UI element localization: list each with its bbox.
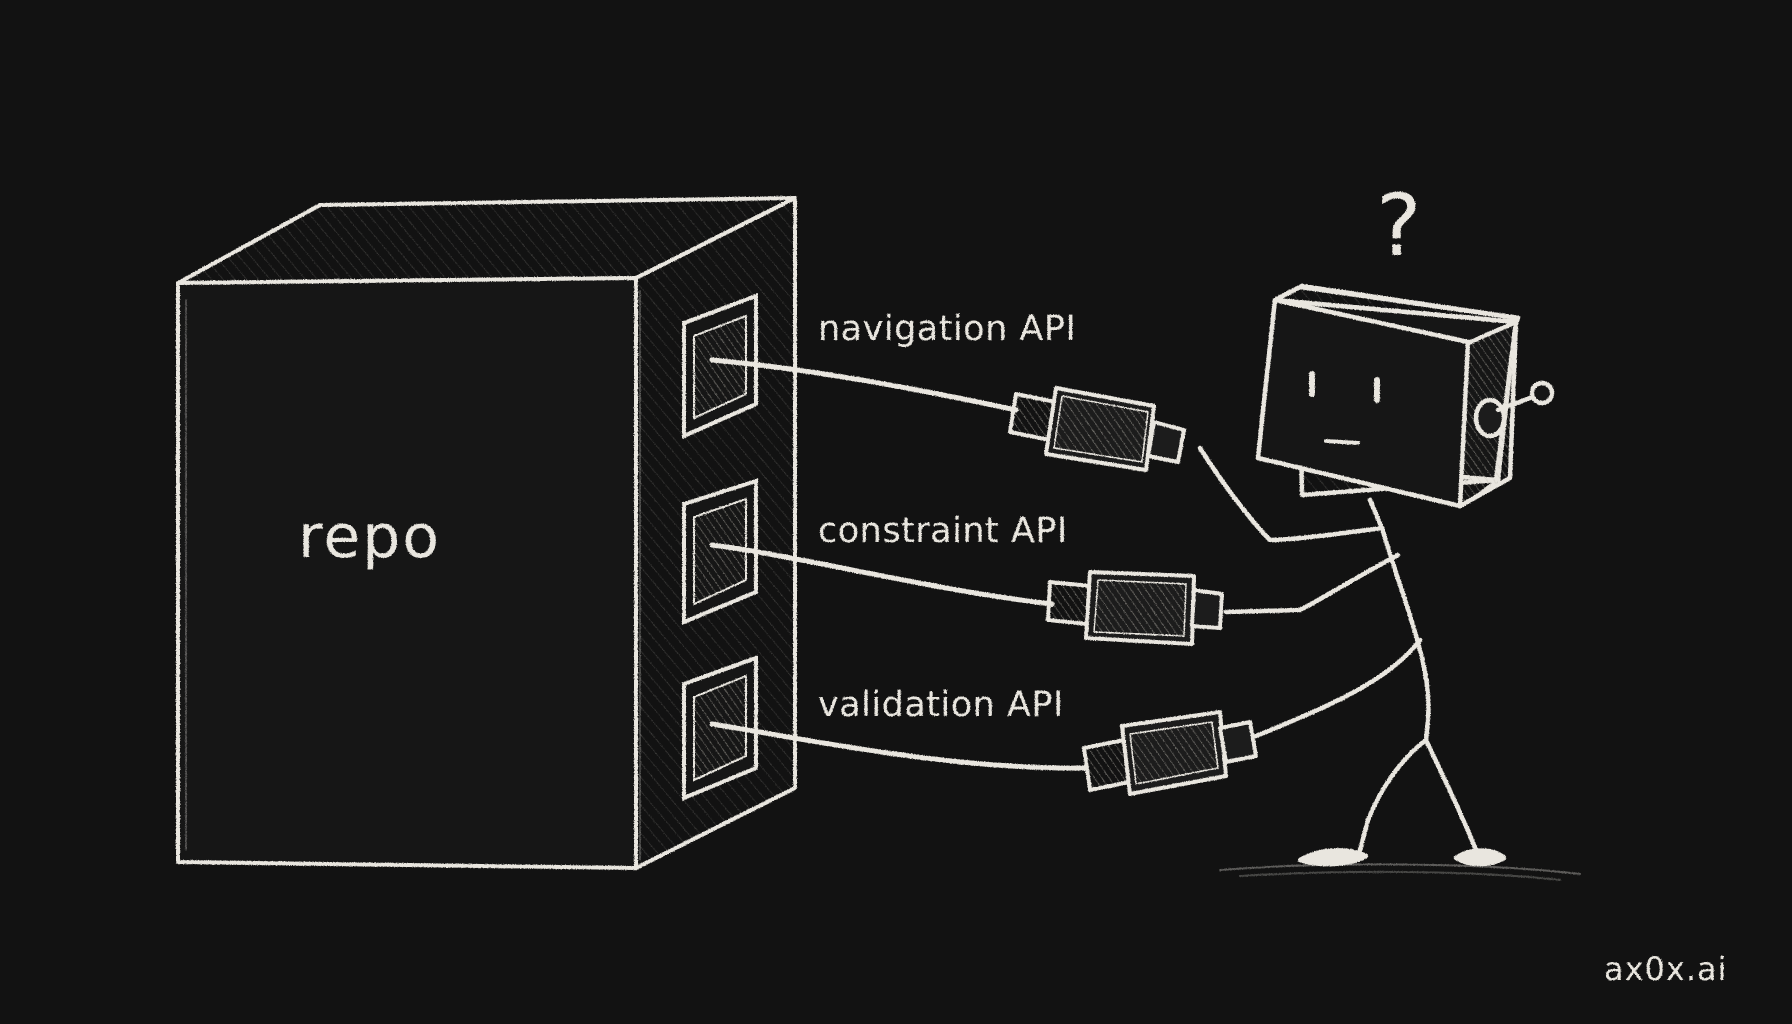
plug-navigation [1008,386,1186,472]
robot-mouth [1324,439,1360,445]
question-mark-icon: ? [1376,176,1422,276]
repo-ports [682,293,758,801]
ground-shadow [1219,863,1581,875]
plugs [1008,386,1258,796]
robot-arm-lower [1253,637,1423,739]
robot-arm-upper [1197,445,1385,543]
cable-constraint [709,542,1055,607]
plug-constraint [1046,570,1224,646]
cable-navigation [709,357,1019,413]
robot-antenna [1473,380,1555,439]
port-validation [682,655,758,801]
api-label-navigation: navigation API [818,309,1076,349]
robot-right-leg [1423,737,1479,853]
robot-right-foot [1453,848,1507,867]
cable-validation [709,721,1089,771]
robot-left-leg [1357,737,1429,853]
watermark: ax0x.ai [1604,950,1728,988]
robot-figure [1197,283,1581,881]
api-label-constraint: constraint API [818,511,1068,551]
robot-neck [1367,497,1385,531]
port-navigation [682,293,758,440]
robot-face [1309,371,1380,445]
port-constraint [682,478,758,625]
robot-arm-middle [1223,552,1401,615]
robot-body [1379,525,1431,743]
repo-label: repo [298,502,441,572]
repo-box-front-face [176,276,638,870]
robot-left-foot [1297,848,1369,867]
robot-head [1255,283,1521,509]
cables [709,357,1089,771]
plug-validation [1082,710,1258,796]
api-label-validation: validation API [818,685,1064,725]
